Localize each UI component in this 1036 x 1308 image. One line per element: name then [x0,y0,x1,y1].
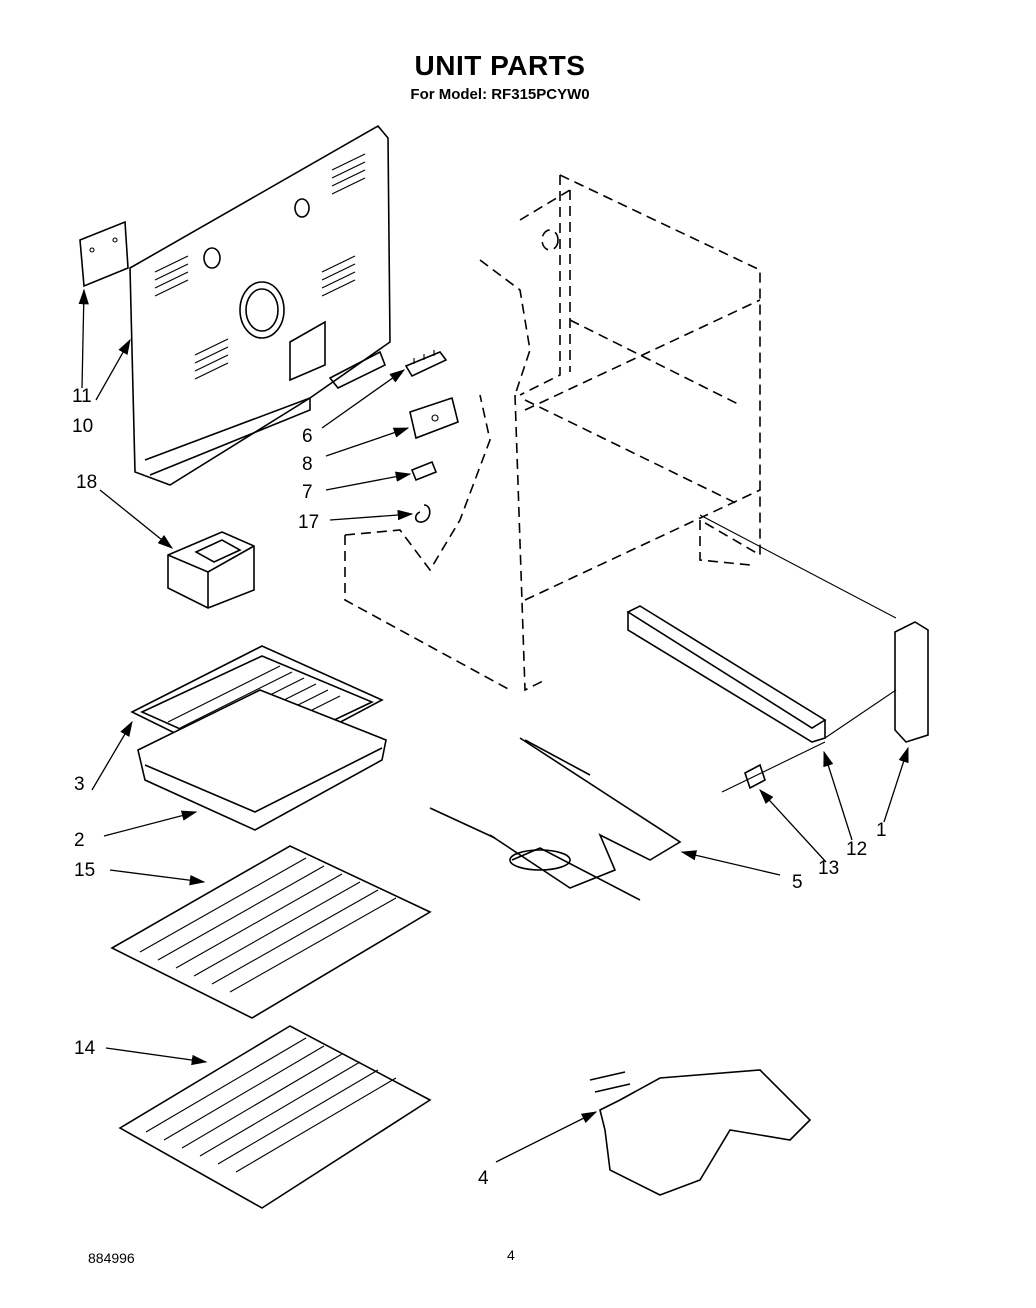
callout-17: 17 [298,512,319,533]
callout-5: 5 [792,872,803,893]
callout-2: 2 [74,830,85,851]
end-bracket-part [894,621,929,743]
terminal-block-part [404,350,448,378]
callout-8: 8 [302,454,313,475]
callout-15: 15 [74,860,95,881]
model-subtitle: For Model: RF315PCYW0 [410,86,590,103]
oven-rack-14-part [118,1025,432,1209]
bracket-part [409,396,459,440]
callout-11: 11 [72,386,92,407]
rear-panel-part [129,124,391,486]
callout-3: 3 [74,774,85,795]
clip-part [410,460,438,482]
callout-leaders [78,288,909,1163]
callout-1: 1 [876,820,887,841]
bake-element-part [589,1069,812,1196]
document-number: 884996 [88,1250,135,1266]
callout-4: 4 [478,1168,489,1189]
wire-hook-part [414,504,431,523]
callout-12: 12 [846,839,867,860]
callout-13: 13 [818,858,839,879]
gasket-plate-part [79,220,129,288]
callout-7: 7 [302,482,313,503]
callout-14: 14 [74,1038,96,1059]
oven-rack-15-part [110,845,432,1019]
broiler-pan-part [137,689,387,831]
page-title: UNIT PARTS [414,50,586,81]
support-rail-part [626,605,827,743]
junction-box-part [167,531,255,609]
page-number: 4 [507,1247,515,1263]
cabinet-outline [344,174,761,692]
callout-6: 6 [302,426,313,447]
callout-18: 18 [76,472,97,493]
broil-element-part [429,737,682,901]
callout-10: 10 [72,416,93,437]
